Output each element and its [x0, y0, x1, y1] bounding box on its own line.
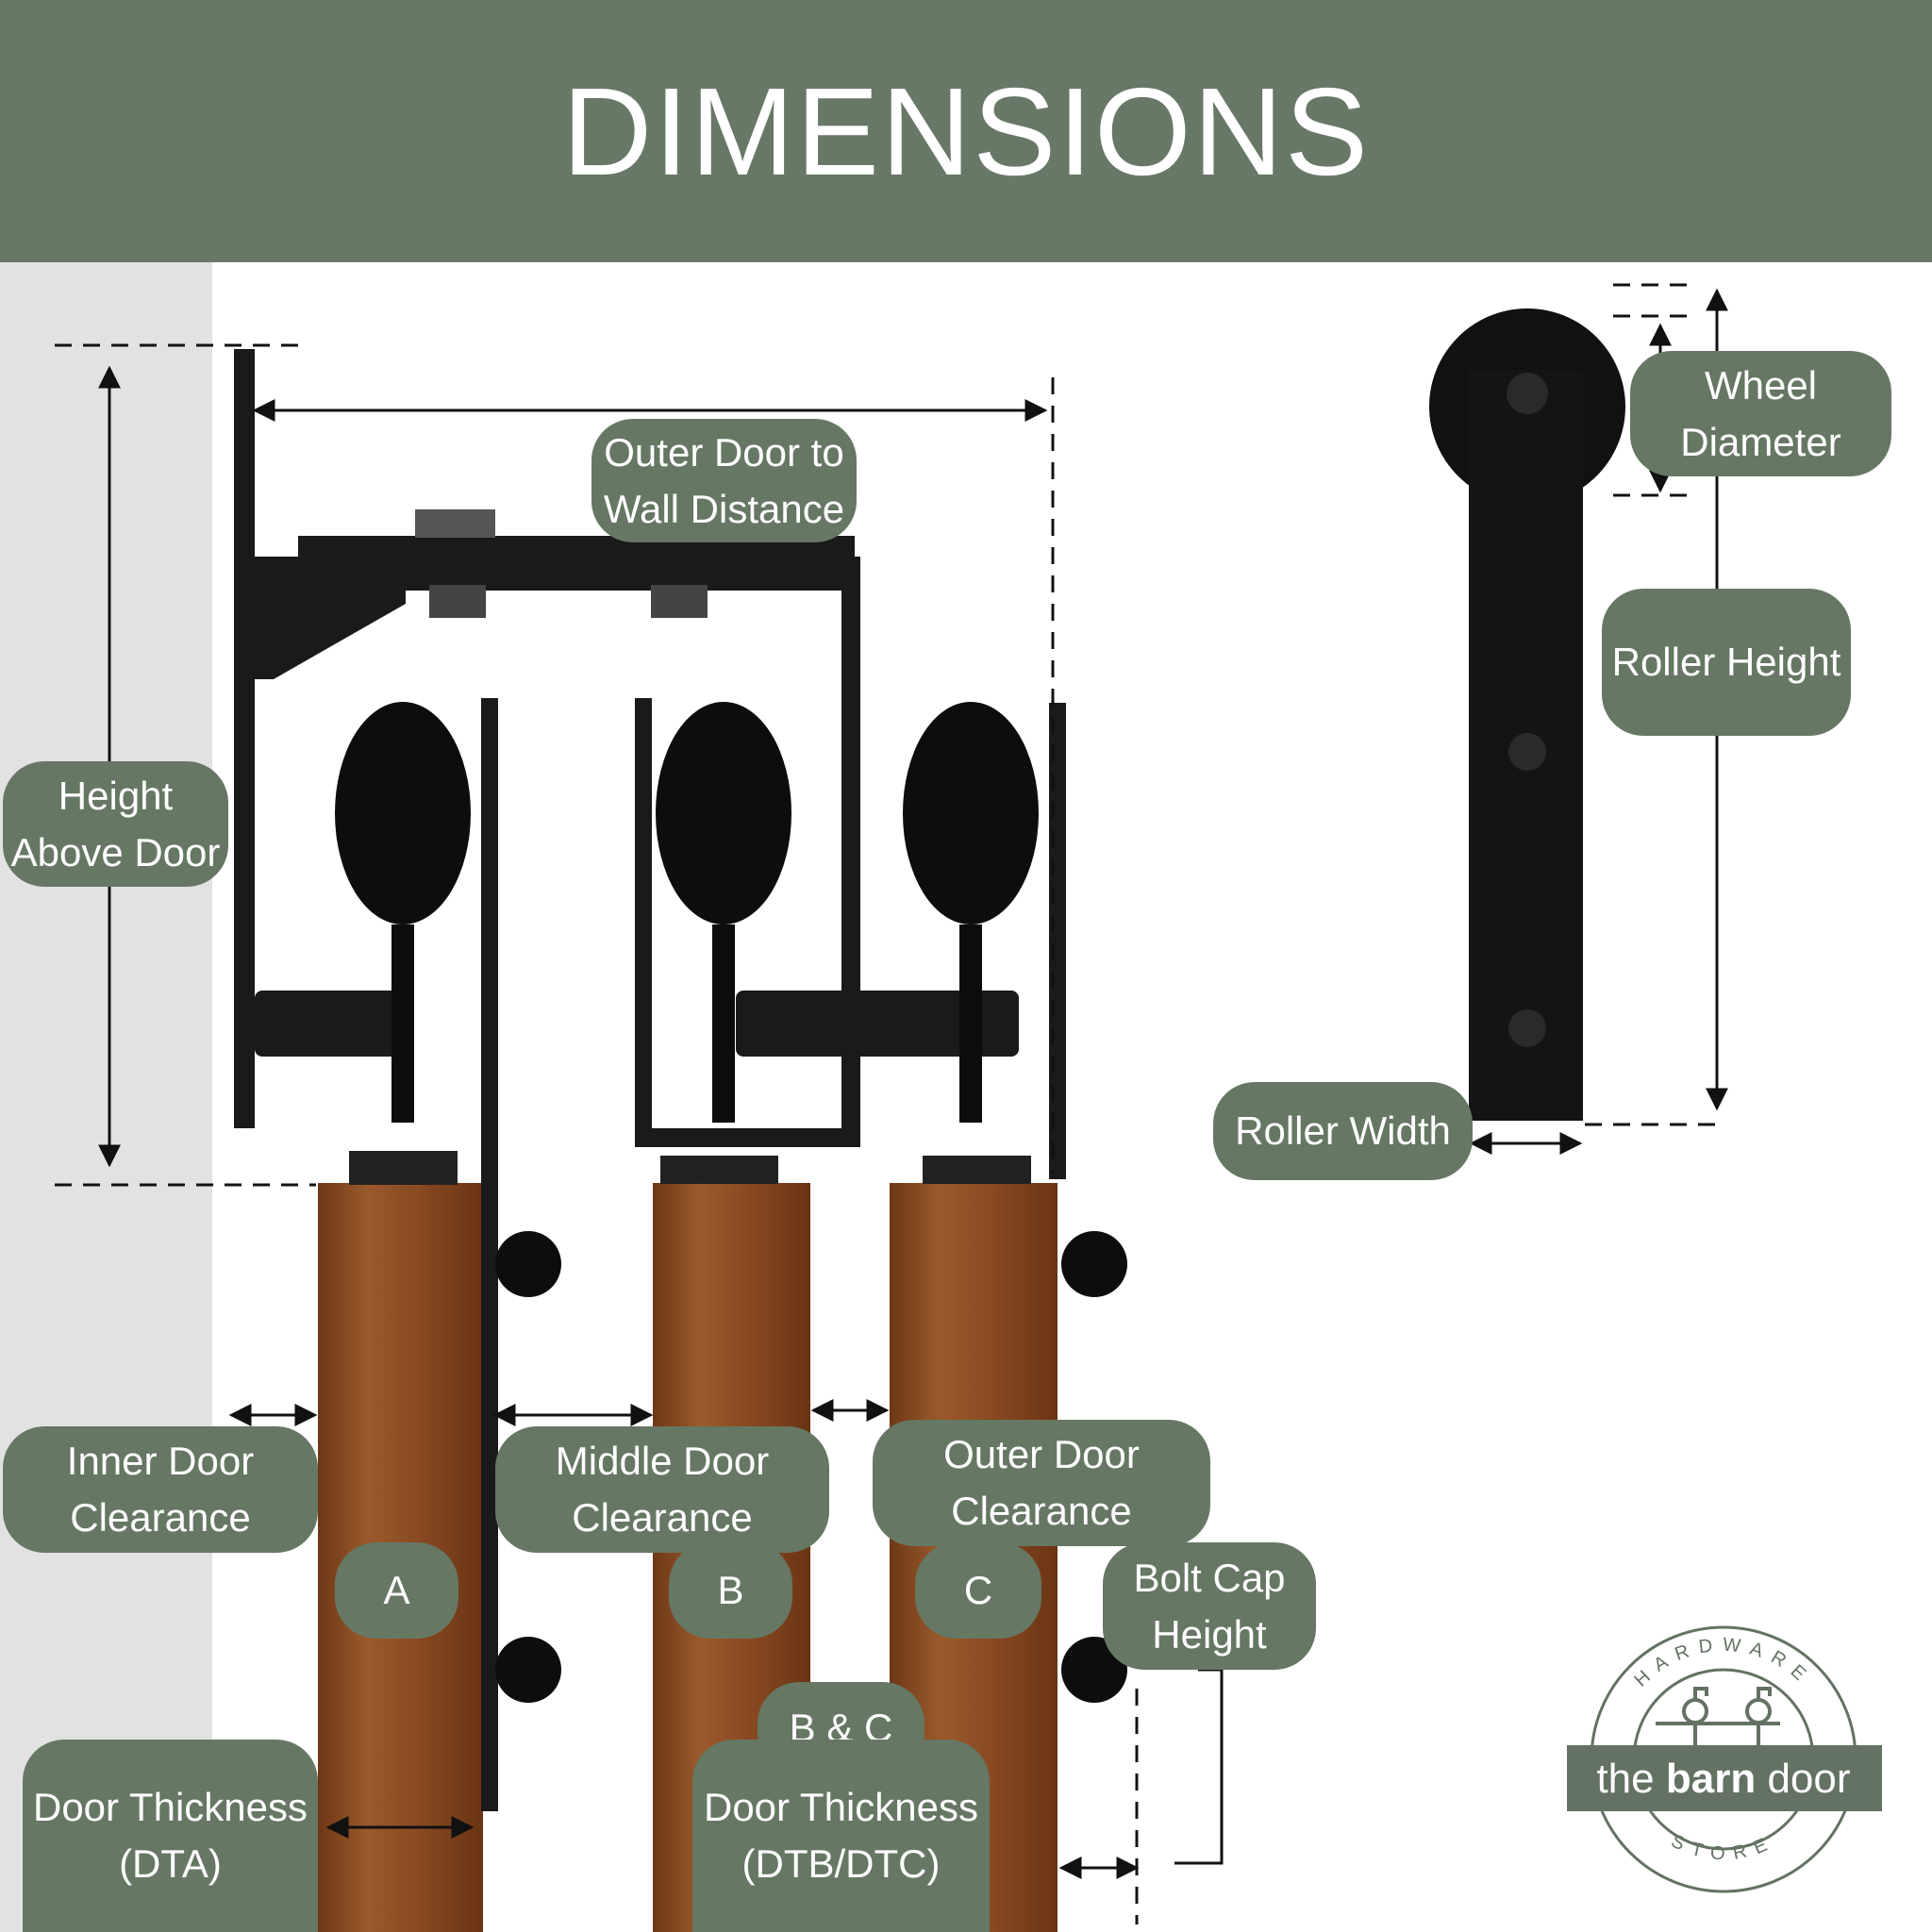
single-roller — [1429, 308, 1625, 1121]
page-title: DIMENSIONS — [561, 61, 1371, 201]
label-line: Outer Door to — [604, 429, 844, 475]
label-roller-width: Roller Width — [1213, 1082, 1473, 1180]
label-outer-door-to-wall-distance: Outer Door to Wall Distance — [591, 419, 857, 542]
svg-text:STORE: STORE — [1668, 1831, 1779, 1864]
label-line: Roller Width — [1235, 1108, 1451, 1153]
svg-text:the barn door: the barn door — [1596, 1756, 1850, 1802]
label-line: Wall Distance — [603, 486, 845, 531]
label-door-thickness-dtb-dtc: Door Thickness (DTB/DTC) — [692, 1740, 990, 1932]
label-line: (DTA) — [119, 1841, 222, 1886]
label-line: Clearance — [951, 1489, 1132, 1533]
label-door-thickness-dta: Door Thickness (DTA) — [23, 1740, 318, 1932]
label-c: C — [915, 1542, 1041, 1639]
label-line: Door Thickness — [32, 1785, 308, 1829]
logo-top-text: HARDWARE — [1630, 1634, 1807, 1690]
label-line: Clearance — [572, 1495, 753, 1540]
label-line: Bolt Cap — [1133, 1555, 1286, 1600]
logo-rollers-icon — [1656, 1687, 1780, 1745]
label-line: Outer Door — [943, 1432, 1140, 1476]
label-line: Door Thickness — [703, 1785, 978, 1829]
label-line: B — [717, 1568, 744, 1612]
label-a: A — [335, 1542, 458, 1639]
label-line: Roller Height — [1611, 640, 1841, 684]
barn-door-store-logo: HARDWARE STORE the barn door — [1567, 1625, 1882, 1893]
wall — [0, 262, 212, 1932]
logo-bottom-text: STORE — [1668, 1831, 1770, 1864]
label-line: Height — [1152, 1611, 1267, 1657]
label-line: C — [963, 1568, 993, 1612]
label-line: A — [383, 1568, 410, 1612]
label-line: Diameter — [1680, 419, 1841, 464]
logo-the: the — [1596, 1756, 1654, 1802]
label-line: (DTB/DTC) — [741, 1841, 941, 1886]
label-line: Height — [58, 773, 174, 818]
label-line: Clearance — [70, 1495, 251, 1540]
label-line: Above Door — [10, 829, 221, 874]
logo-barn: barn — [1666, 1756, 1756, 1802]
logo-door: door — [1767, 1756, 1850, 1802]
svg-text:HARDWARE: HARDWARE — [1630, 1634, 1816, 1690]
wheels — [335, 702, 1127, 1703]
label-line: Middle Door — [555, 1439, 770, 1483]
label-b: B — [669, 1542, 792, 1639]
header-banner: DIMENSIONS — [0, 0, 1932, 262]
label-line: Inner Door — [66, 1439, 255, 1483]
label-line: Wheel — [1704, 362, 1818, 408]
label-roller-height: Roller Height — [1602, 589, 1851, 736]
